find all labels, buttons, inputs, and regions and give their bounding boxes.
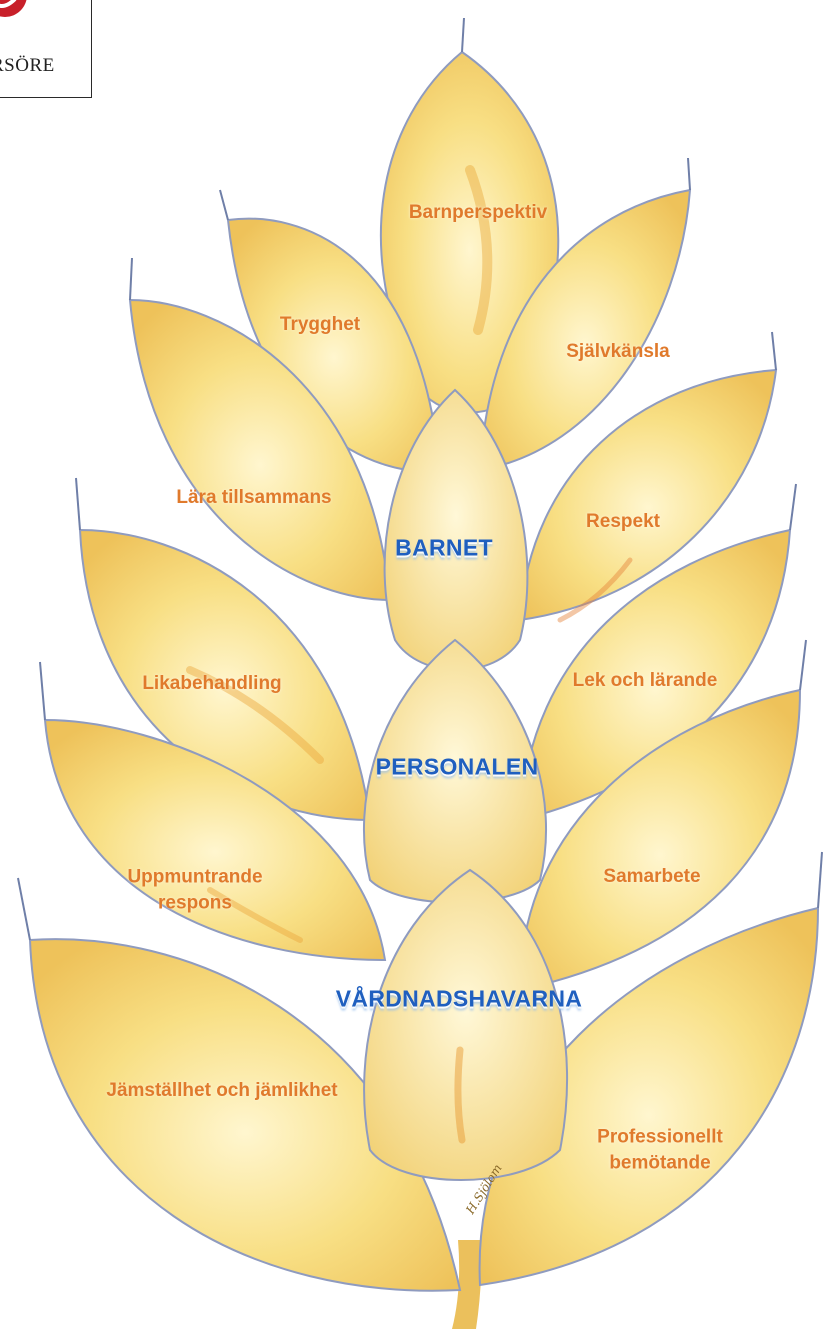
logo-text: RSÖRE bbox=[0, 55, 55, 77]
awn-second-right bbox=[772, 332, 776, 370]
label-trygghet: Trygghet bbox=[280, 314, 360, 336]
label-samarbete: Samarbete bbox=[603, 866, 700, 888]
core-label-barnet: BARNET bbox=[395, 535, 493, 562]
awn-bottom-left bbox=[18, 878, 30, 940]
awn-fourth-right bbox=[800, 640, 806, 690]
awn-upper-right bbox=[688, 158, 690, 190]
label-likabehandling: Likabehandling bbox=[142, 673, 281, 695]
label-line: Professionellt bbox=[597, 1124, 723, 1150]
awn-third-left bbox=[76, 478, 80, 530]
awn-bottom-right bbox=[818, 852, 822, 908]
awn-third-right bbox=[790, 484, 796, 530]
label-sjalvkansla: Självkänsla bbox=[566, 341, 670, 363]
label-professionellt-bemotande: Professionellt bemötande bbox=[597, 1124, 723, 1175]
logo: RSÖRE bbox=[0, 0, 92, 98]
core-label-vardnadshavarna: VÅRDNADSHAVARNA bbox=[336, 986, 582, 1013]
label-barnperspektiv: Barnperspektiv bbox=[409, 202, 547, 224]
label-line: Uppmuntrande bbox=[127, 864, 262, 890]
awn-fourth-left bbox=[40, 662, 45, 720]
core-label-personalen: PERSONALEN bbox=[376, 754, 539, 781]
streak bbox=[458, 1050, 462, 1140]
awn-top bbox=[462, 18, 464, 52]
label-lara-tillsammans: Lära tillsammans bbox=[176, 487, 331, 509]
label-lek-och-larande: Lek och lärande bbox=[573, 670, 718, 692]
logo-mark-icon bbox=[0, 0, 31, 21]
awn-upper-left bbox=[220, 190, 228, 220]
label-line: bemötande bbox=[597, 1150, 723, 1176]
label-line: respons bbox=[127, 890, 262, 916]
label-uppmuntrande-respons: Uppmuntrande respons bbox=[127, 864, 262, 915]
awn-second-left bbox=[130, 258, 132, 300]
label-respekt: Respekt bbox=[586, 511, 660, 533]
label-jamstallhet: Jämställhet och jämlikhet bbox=[106, 1080, 337, 1102]
